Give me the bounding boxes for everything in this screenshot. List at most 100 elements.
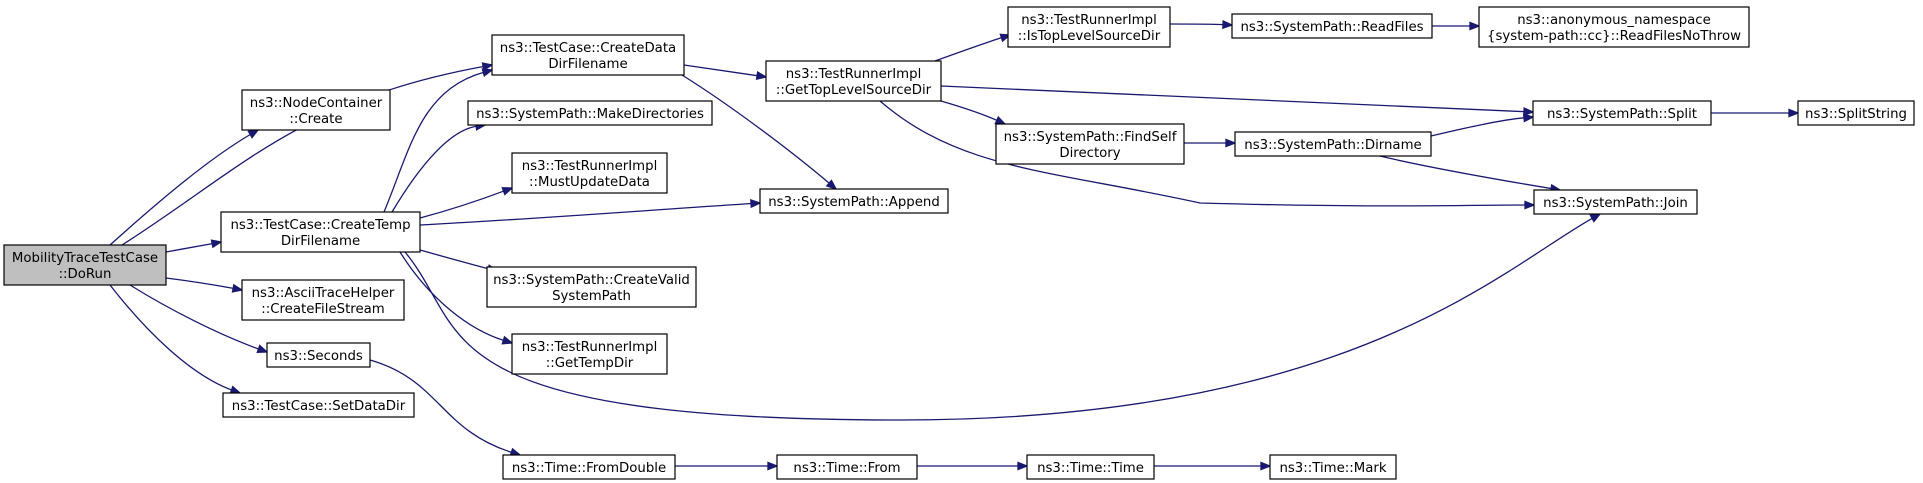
call-nodes: MobilityTraceTestCase::DoRun ns3::NodeCon…	[3, 6, 1915, 480]
node-box	[1478, 6, 1750, 48]
edge-root-to-sdd	[109, 284, 242, 395]
node-box	[222, 392, 415, 418]
edge-cddf-to-append	[681, 74, 838, 191]
edge-ctdf-to-mkdir	[391, 121, 487, 213]
node-label-line: ::DoRun	[59, 267, 112, 282]
node-label-line: ns3::TestCase::SetDataDir	[232, 399, 406, 414]
node-sdd[interactable]: ns3::TestCase::SetDataDir	[222, 392, 415, 418]
node-ss[interactable]: ns3::SplitString	[1797, 100, 1915, 126]
node-box	[511, 333, 668, 375]
node-fd[interactable]: ns3::Time::FromDouble	[502, 454, 676, 480]
edge-ctdf-to-gtd	[399, 251, 514, 345]
node-box	[1007, 6, 1171, 48]
node-label-line: ns3::NodeContainer	[250, 96, 383, 111]
node-box	[776, 454, 918, 480]
node-append[interactable]: ns3::SystemPath::Append	[759, 188, 949, 214]
node-label-line: ::Create	[289, 112, 342, 127]
edge-gtlsd-to-istl	[934, 33, 1012, 62]
node-gtd[interactable]: ns3::TestRunnerImpl::GetTempDir	[511, 333, 668, 375]
node-box	[995, 123, 1185, 165]
node-label-line: MobilityTraceTestCase	[12, 251, 158, 266]
edge-gtlsd-to-split	[940, 85, 1535, 117]
edge-root-to-sec	[129, 284, 269, 354]
edge-root-to-nc	[109, 129, 260, 246]
node-rfnt[interactable]: ns3::anonymous_namespace{system-path::cc…	[1478, 6, 1750, 48]
node-time[interactable]: ns3::Time::Time	[1026, 454, 1155, 480]
node-label-line: ns3::AsciiTraceHelper	[252, 286, 395, 301]
node-box	[1231, 13, 1433, 39]
node-mkdir[interactable]: ns3::SystemPath::MakeDirectories	[467, 100, 713, 126]
node-dirname[interactable]: ns3::SystemPath::Dirname	[1234, 131, 1432, 157]
node-label-line: ns3::SplitString	[1805, 107, 1907, 122]
node-label-line: ns3::Time::Mark	[1279, 461, 1386, 476]
node-gtlsd[interactable]: ns3::TestRunnerImpl::GetTopLevelSourceDi…	[765, 60, 942, 102]
node-nc[interactable]: ns3::NodeContainer::Create	[241, 89, 391, 131]
node-must[interactable]: ns3::TestRunnerImpl::MustUpdateData	[511, 152, 668, 194]
edge-ctdf-to-append	[419, 199, 762, 226]
node-label-line: ns3::SystemPath::MakeDirectories	[476, 107, 704, 122]
node-mark[interactable]: ns3::Time::Mark	[1269, 454, 1397, 480]
node-box	[511, 152, 668, 194]
node-read[interactable]: ns3::SystemPath::ReadFiles	[1231, 13, 1433, 39]
node-box	[467, 100, 713, 126]
node-box	[1533, 189, 1698, 215]
node-istl[interactable]: ns3::TestRunnerImpl::IsTopLevelSourceDir	[1007, 6, 1171, 48]
node-label-line: ns3::Time::FromDouble	[512, 461, 666, 476]
node-label-line: DirFilename	[281, 234, 360, 249]
node-box	[1797, 100, 1915, 126]
node-label-line: ns3::TestRunnerImpl	[1021, 13, 1157, 28]
node-label-line: ::GetTempDir	[546, 356, 634, 371]
edge-gtlsd-to-fsd	[940, 100, 1007, 125]
edge-ctdf-to-must	[419, 187, 514, 219]
node-root[interactable]: MobilityTraceTestCase::DoRun	[3, 244, 167, 286]
node-sec[interactable]: ns3::Seconds	[266, 342, 371, 368]
node-box	[220, 211, 421, 253]
edge-root-to-cddf	[121, 62, 494, 246]
node-box	[491, 34, 685, 76]
node-from[interactable]: ns3::Time::From	[776, 454, 918, 480]
node-label-line: ns3::SystemPath::ReadFiles	[1240, 20, 1423, 35]
node-label-line: ns3::anonymous_namespace	[1517, 13, 1711, 28]
node-label-line: ns3::SystemPath::Join	[1543, 196, 1688, 211]
node-label-line: ns3::TestRunnerImpl	[786, 67, 922, 82]
node-box	[759, 188, 949, 214]
node-join[interactable]: ns3::SystemPath::Join	[1533, 189, 1698, 215]
node-box	[1234, 131, 1432, 157]
node-label-line: ::MustUpdateData	[529, 175, 650, 190]
node-box	[765, 60, 942, 102]
node-label-line: ::GetTopLevelSourceDir	[776, 83, 932, 98]
node-label-line: DirFilename	[548, 57, 627, 72]
call-edges	[109, 20, 1800, 471]
node-box	[502, 454, 676, 480]
node-label-line: ::IsTopLevelSourceDir	[1018, 29, 1161, 44]
node-label-line: ns3::TestRunnerImpl	[522, 340, 658, 355]
node-label-line: ns3::SystemPath::FindSelf	[1004, 130, 1177, 145]
node-label-line: ns3::TestCase::CreateTemp	[230, 218, 410, 233]
edge-dirname-to-join	[1379, 155, 1562, 193]
edge-root-to-ctdf	[165, 239, 223, 253]
node-box	[1269, 454, 1397, 480]
edge-read-to-rfnt	[1432, 21, 1481, 31]
node-label-line: {system-path::cc}::ReadFilesNoThrow	[1487, 29, 1741, 44]
node-label-line: ns3::Seconds	[274, 349, 363, 364]
edge-split-to-ss	[1711, 108, 1800, 118]
edge-ctdf-to-cddf	[383, 68, 494, 213]
node-label-line: ns3::TestRunnerImpl	[522, 159, 658, 174]
node-label-line: ns3::SystemPath::CreateValid	[493, 273, 690, 288]
node-label-line: ns3::TestCase::CreateData	[500, 41, 676, 56]
edge-dirname-to-split	[1430, 113, 1535, 137]
node-label-line: ns3::Time::Time	[1037, 461, 1144, 476]
node-label-line: ns3::Time::From	[793, 461, 900, 476]
node-box	[3, 244, 167, 286]
node-split[interactable]: ns3::SystemPath::Split	[1532, 100, 1712, 126]
edge-fsd-to-dirname	[1183, 138, 1237, 148]
node-label-line: ns3::SystemPath::Dirname	[1244, 138, 1421, 153]
node-label-line: Directory	[1059, 146, 1120, 161]
edge-fd-to-from	[675, 461, 779, 471]
node-ascii[interactable]: ns3::AsciiTraceHelper::CreateFileStream	[241, 279, 405, 321]
